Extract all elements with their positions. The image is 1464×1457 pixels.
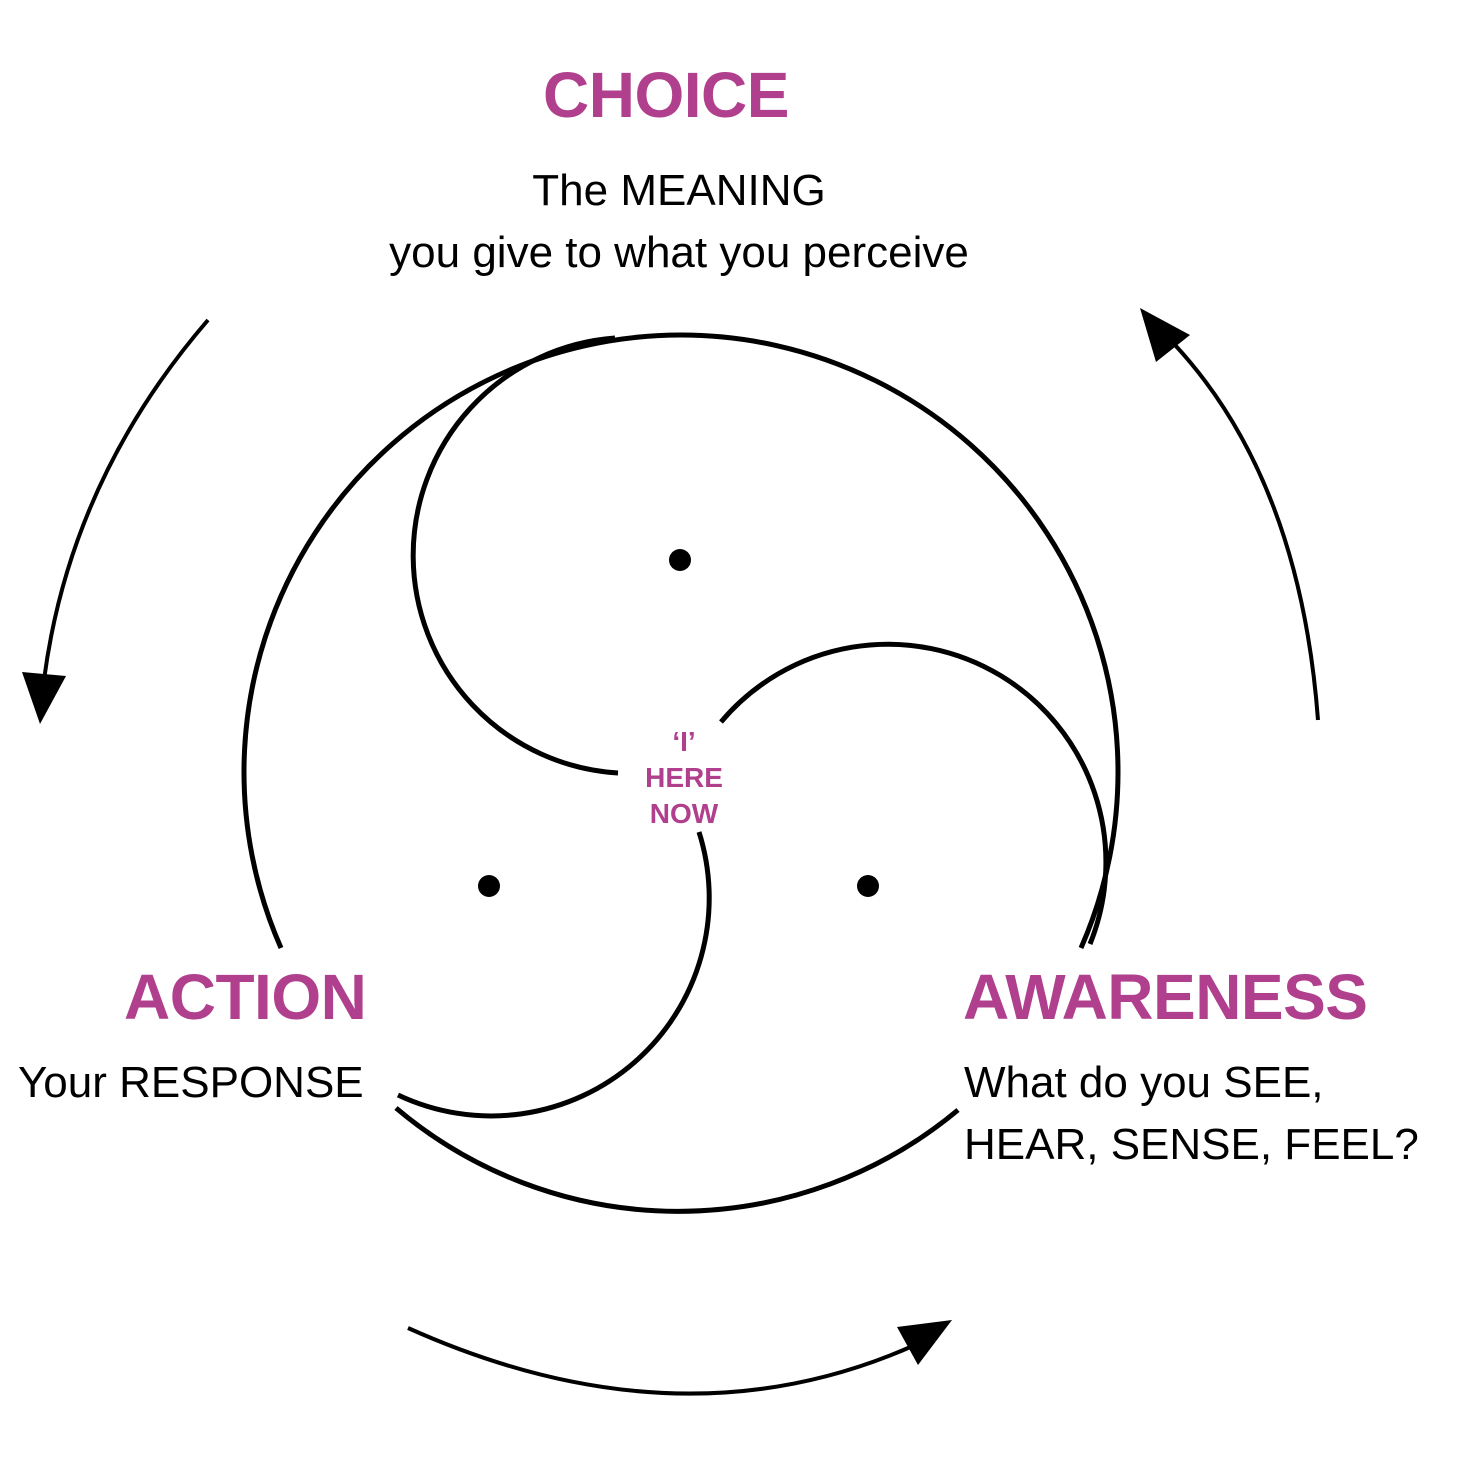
center-label: ‘I’ HERE NOW (624, 724, 744, 832)
center-label-here: HERE (645, 762, 723, 793)
awareness-description-line2: HEAR, SENSE, FEEL? (964, 1120, 1419, 1169)
dot-choice (669, 549, 691, 571)
action-title: ACTION (124, 961, 367, 1033)
dot-action (478, 875, 500, 897)
dot-awareness (857, 875, 879, 897)
choice-title: CHOICE (543, 59, 789, 131)
action-description: Your RESPONSE (18, 1058, 364, 1107)
arrow-choice-to-action (22, 318, 210, 724)
awareness-title: AWARENESS (963, 961, 1368, 1033)
arrowhead-up-icon (1140, 308, 1190, 362)
arrowhead-down-icon (22, 672, 66, 724)
arrow-action-to-awareness (407, 1320, 952, 1396)
lobe-top (410, 335, 619, 776)
arrow-awareness-to-choice (1140, 308, 1320, 721)
outer-circle-bottom (394, 1106, 960, 1214)
center-label-now: NOW (649, 798, 719, 829)
arrowhead-right-icon (897, 1320, 952, 1365)
awareness-description-line1: What do you SEE, (964, 1058, 1324, 1107)
lobe-left (396, 831, 712, 1119)
outer-circle (241, 332, 1121, 950)
choice-description-line2: you give to what you perceive (389, 228, 969, 277)
center-label-i: ‘I’ (672, 726, 696, 757)
lobe-right (719, 641, 1109, 945)
choice-description-line1: The MEANING (532, 166, 826, 215)
